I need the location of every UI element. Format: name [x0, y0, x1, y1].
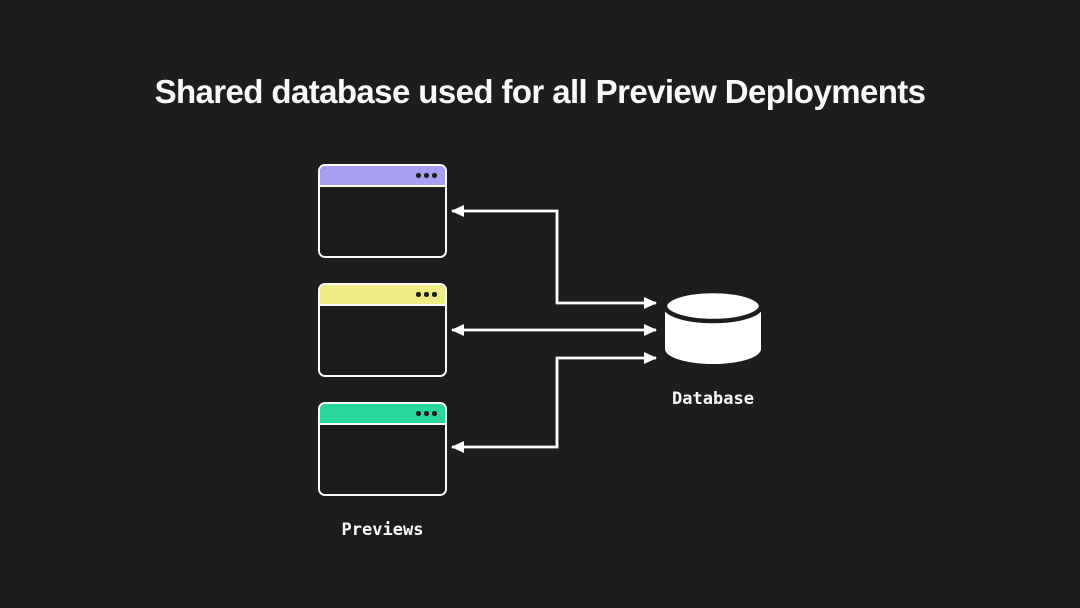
database-cylinder-icon — [662, 288, 764, 364]
previews-label: Previews — [341, 520, 424, 540]
window-body — [320, 306, 445, 375]
preview-window-1 — [318, 164, 447, 258]
arrow-preview3-database — [451, 352, 657, 453]
window-dot-icon — [416, 173, 421, 178]
window-dot-icon — [416, 292, 421, 297]
window-dot-icon — [424, 173, 429, 178]
window-body — [320, 187, 445, 256]
database-label: Database — [672, 389, 754, 409]
window-dot-icon — [432, 411, 437, 416]
window-dot-icon — [432, 292, 437, 297]
window-titlebar — [320, 285, 445, 306]
window-dot-icon — [424, 292, 429, 297]
window-titlebar — [320, 166, 445, 187]
window-dot-icon — [416, 411, 421, 416]
window-dot-icon — [424, 411, 429, 416]
window-titlebar — [320, 404, 445, 425]
preview-window-2 — [318, 283, 447, 377]
page-title: Shared database used for all Preview Dep… — [154, 73, 926, 110]
db-cylinder-top — [662, 288, 764, 324]
arrow-preview1-database — [451, 205, 657, 309]
window-dot-icon — [432, 173, 437, 178]
preview-window-3 — [318, 402, 447, 496]
window-body — [320, 425, 445, 494]
